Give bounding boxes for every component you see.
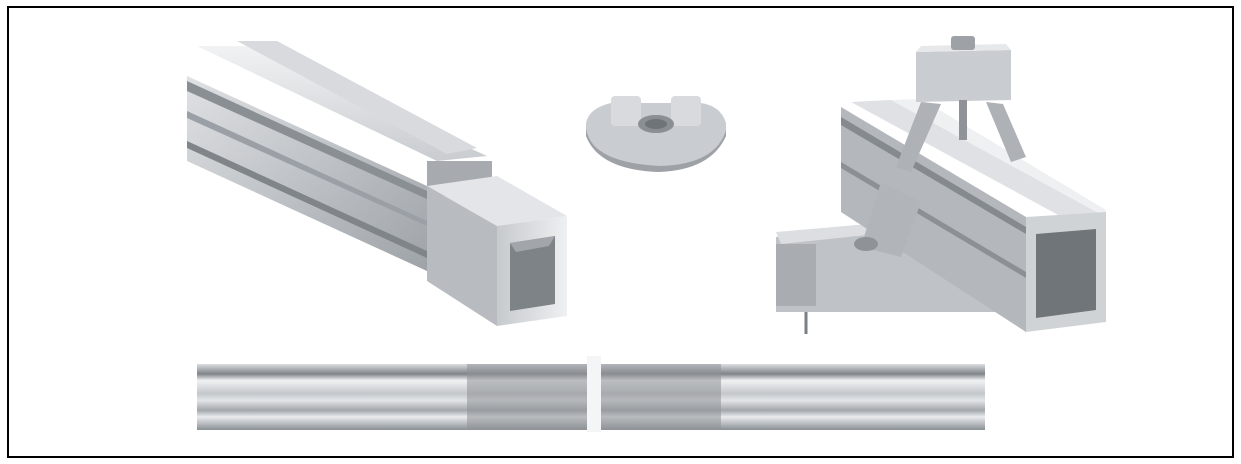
clamp-assembly-icon bbox=[771, 22, 1111, 347]
rail-splice-icon bbox=[177, 36, 577, 336]
rail-joint-icon bbox=[189, 352, 989, 436]
image-frame bbox=[7, 6, 1234, 458]
slot-nut-icon bbox=[581, 88, 731, 178]
